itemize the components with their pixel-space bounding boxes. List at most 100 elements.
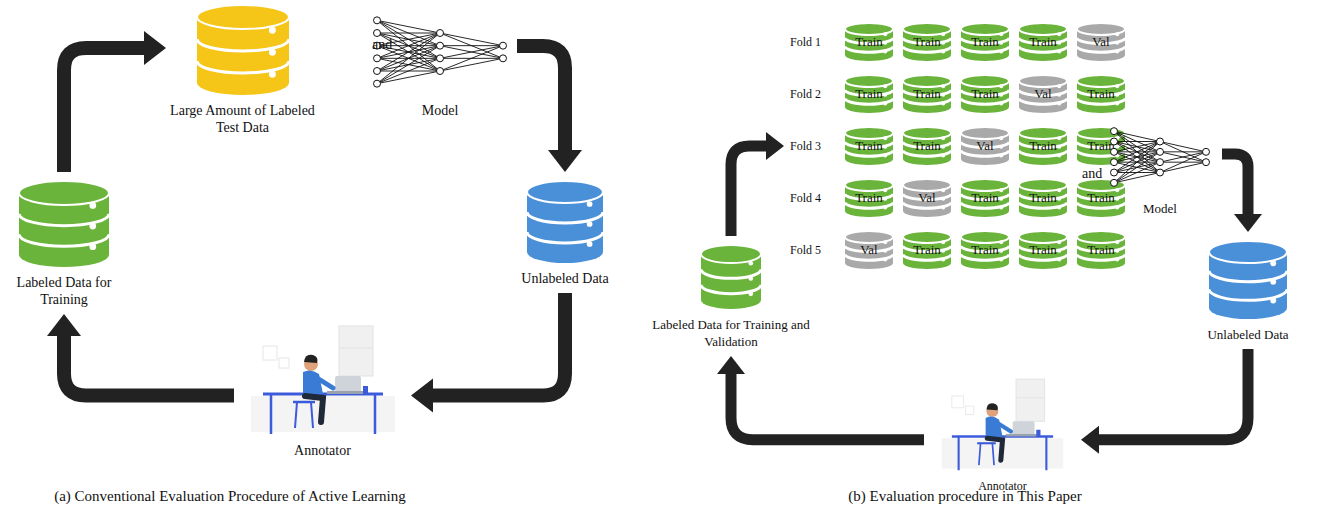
icon bbox=[194, 2, 292, 98]
fold-label: Train bbox=[1016, 228, 1070, 272]
fold-cylinder: Val bbox=[900, 176, 954, 220]
fold-cylinder: Train bbox=[900, 228, 954, 272]
node-label: Unlabeled Data bbox=[500, 270, 630, 287]
fold-label: Train bbox=[958, 176, 1012, 220]
icon bbox=[1206, 238, 1290, 322]
icon bbox=[16, 178, 112, 270]
fold-cylinder: Val bbox=[842, 228, 896, 272]
icon bbox=[243, 318, 403, 438]
caption: (b) Evaluation procedure in This Paper bbox=[700, 488, 1230, 505]
arrow-head bbox=[548, 150, 582, 172]
arrow-head bbox=[1234, 214, 1262, 232]
arrow-head bbox=[47, 314, 81, 336]
fold-name: Fold 4 bbox=[790, 190, 821, 207]
arrow-shaft bbox=[64, 334, 234, 396]
fold-label: Val bbox=[900, 176, 954, 220]
fold-cylinder: Train bbox=[842, 124, 896, 168]
fold-name: Fold 5 bbox=[790, 242, 821, 259]
fold-cylinder: Train bbox=[1074, 72, 1128, 116]
arrow-shaft bbox=[731, 372, 924, 440]
fold-cylinder: Train bbox=[1074, 228, 1128, 272]
database-icon: Unlabeled Data bbox=[500, 178, 630, 287]
flow-arrow bbox=[64, 31, 166, 172]
database-icon: Large Amount of Labeled Test Data bbox=[170, 2, 315, 136]
fold-label: Train bbox=[1016, 176, 1070, 220]
fold-label: Train bbox=[1016, 20, 1070, 64]
database-icon: Labeled Data for Training bbox=[0, 178, 128, 308]
icon bbox=[698, 242, 764, 312]
fold-label: Train bbox=[842, 176, 896, 220]
fold-cylinder: Train bbox=[958, 228, 1012, 272]
fold-label: Train bbox=[842, 72, 896, 116]
fold-cylinder: Train bbox=[900, 124, 954, 168]
model-network: Model bbox=[365, 6, 515, 119]
fold-cylinder: Train bbox=[958, 20, 1012, 64]
flow-arrow bbox=[731, 132, 784, 236]
fold-label: Val bbox=[958, 124, 1012, 168]
arrow-shaft bbox=[431, 293, 565, 396]
icon bbox=[1106, 118, 1214, 196]
fold-cylinder: Train bbox=[842, 20, 896, 64]
connector-word: and bbox=[1082, 165, 1102, 182]
node-label: Unlabeled Data bbox=[1183, 326, 1313, 343]
node-label: Annotator bbox=[240, 442, 405, 459]
fold-label: Train bbox=[1074, 72, 1128, 116]
arrow-shaft bbox=[731, 146, 768, 236]
arrow-head bbox=[144, 31, 166, 65]
fold-label: Train bbox=[958, 228, 1012, 272]
fold-cylinder: Val bbox=[1016, 72, 1070, 116]
fold-label: Train bbox=[900, 72, 954, 116]
arrow-shaft bbox=[1222, 154, 1248, 216]
fold-label: Val bbox=[1016, 72, 1070, 116]
fold-cylinder: Val bbox=[958, 124, 1012, 168]
flow-arrow bbox=[717, 356, 924, 440]
fold-cylinder: Train bbox=[842, 72, 896, 116]
icon bbox=[524, 178, 606, 266]
fold-name: Fold 1 bbox=[790, 34, 821, 51]
node-label: Model bbox=[1100, 200, 1220, 217]
fold-cylinder: Train bbox=[900, 72, 954, 116]
fold-label: Train bbox=[900, 124, 954, 168]
node-label: Labeled Data for Training and Validation bbox=[645, 316, 817, 350]
fold-cylinder: Train bbox=[958, 72, 1012, 116]
fold-label: Train bbox=[842, 20, 896, 64]
fold-label: Val bbox=[842, 228, 896, 272]
fold-label: Val bbox=[1074, 20, 1128, 64]
arrow-head bbox=[411, 379, 433, 413]
model-network: Model bbox=[1100, 118, 1220, 217]
arrow-shaft bbox=[517, 46, 565, 152]
flow-arrow bbox=[1081, 349, 1248, 454]
arrow-head bbox=[766, 132, 784, 160]
fold-cylinder: Train bbox=[1016, 124, 1070, 168]
fold-cylinder: Val bbox=[1074, 20, 1128, 64]
node-label: Labeled Data for Training bbox=[0, 274, 128, 308]
fold-label: Train bbox=[842, 124, 896, 168]
arrow-shaft bbox=[1097, 349, 1248, 440]
annotator-figure: Annotator bbox=[930, 372, 1075, 495]
fold-label: Train bbox=[900, 228, 954, 272]
node-label: Model bbox=[365, 102, 515, 119]
fold-cylinder: Train bbox=[842, 176, 896, 220]
fold-label: Train bbox=[900, 20, 954, 64]
node-label: Large Amount of Labeled Test Data bbox=[170, 102, 315, 136]
fold-label: Train bbox=[1016, 124, 1070, 168]
flow-arrow bbox=[47, 314, 234, 396]
fold-cylinder: Train bbox=[1074, 176, 1128, 220]
fold-cylinder: Train bbox=[958, 176, 1012, 220]
arrow-shaft bbox=[64, 48, 146, 172]
fold-label: Train bbox=[1074, 228, 1128, 272]
fold-cylinder: Train bbox=[1016, 20, 1070, 64]
fold-name: Fold 2 bbox=[790, 86, 821, 103]
fold-cylinder: Train bbox=[900, 20, 954, 64]
arrow-head bbox=[1081, 426, 1099, 454]
fold-label: Train bbox=[958, 72, 1012, 116]
flow-arrow bbox=[411, 293, 565, 413]
connector-word: and bbox=[372, 36, 392, 53]
arrow-head bbox=[717, 356, 745, 374]
flow-arrow bbox=[1222, 154, 1262, 232]
fold-label: Train bbox=[1074, 176, 1128, 220]
annotator-figure: Annotator bbox=[240, 318, 405, 459]
fold-name: Fold 3 bbox=[790, 138, 821, 155]
caption: (a) Conventional Evaluation Procedure of… bbox=[0, 488, 460, 505]
icon bbox=[935, 372, 1070, 474]
